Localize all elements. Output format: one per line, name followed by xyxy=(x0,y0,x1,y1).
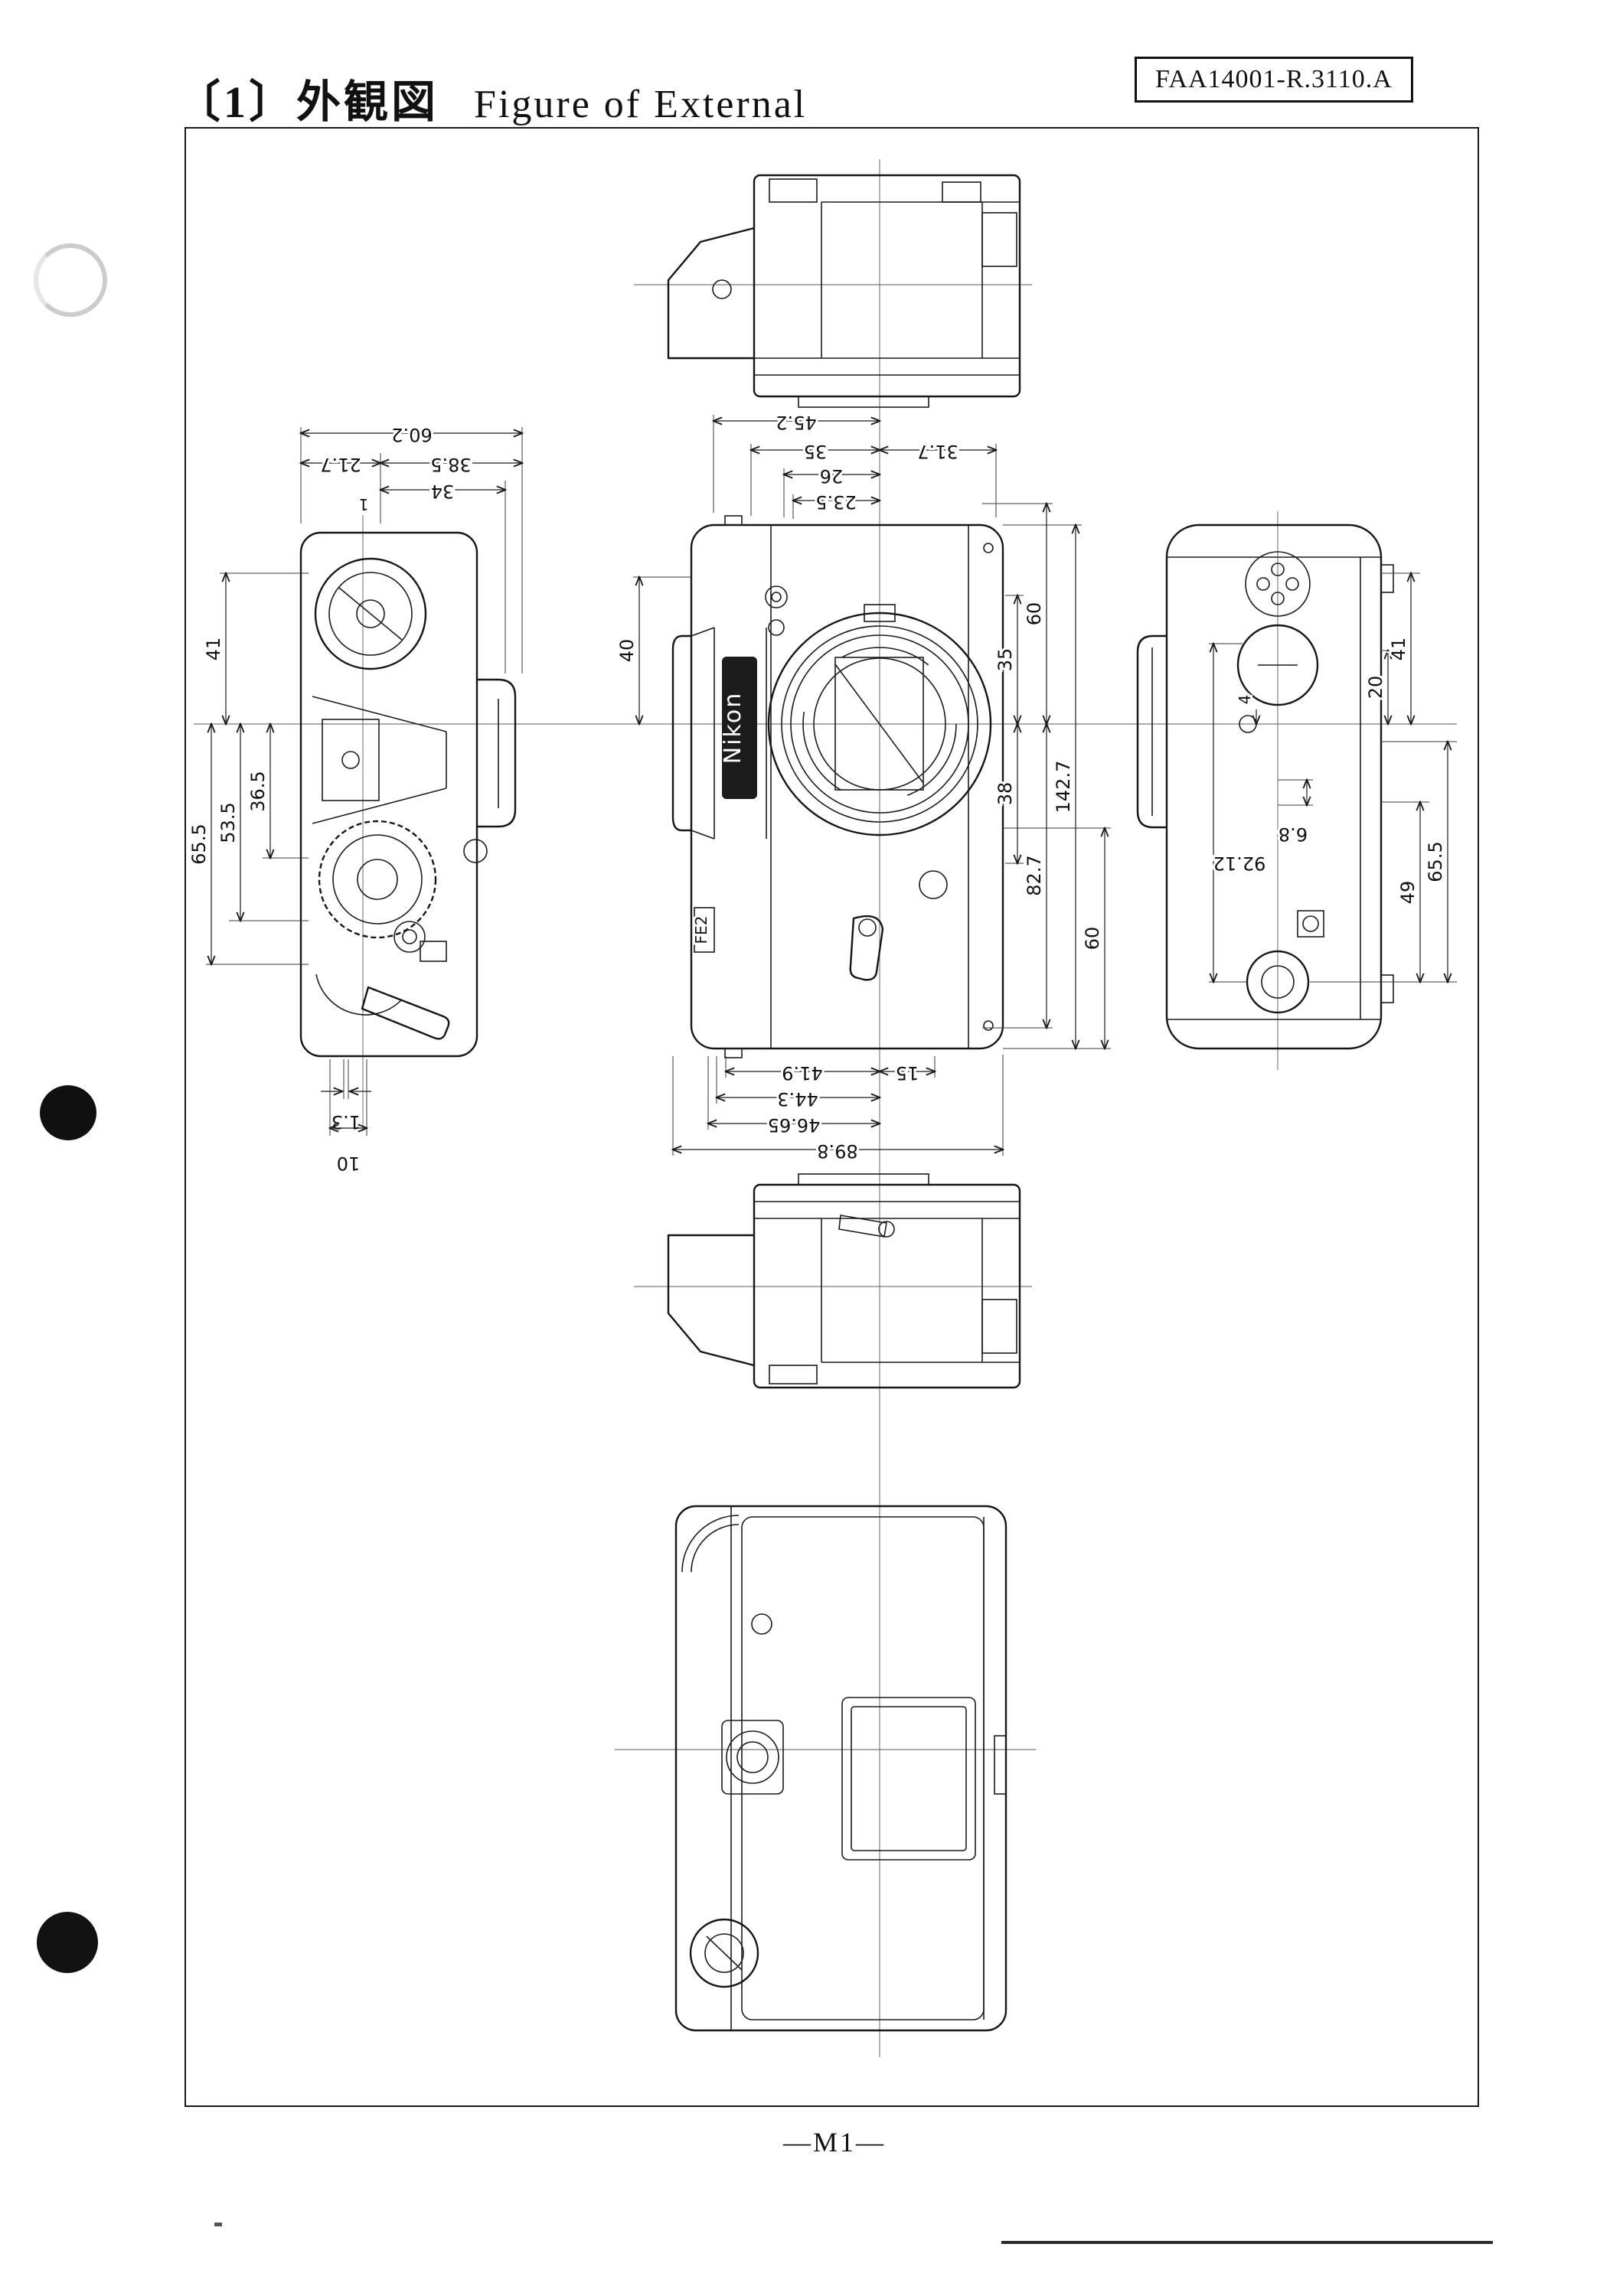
dimension-label: 40 xyxy=(616,639,638,663)
rewind-knob-profile xyxy=(769,178,818,203)
pentaprism-profile xyxy=(667,1234,755,1367)
dimension-label: 31.7 xyxy=(917,441,958,462)
eyepiece-frame xyxy=(721,1720,784,1795)
dimension-label: 41.9 xyxy=(782,1062,822,1084)
dimension-label: 36.5 xyxy=(247,771,269,811)
lens-mount xyxy=(767,612,992,837)
top-view xyxy=(299,531,517,1058)
hole-punch-mark-2 xyxy=(37,1912,98,1973)
dimension-label: 41 xyxy=(1388,638,1409,661)
dimension-label: 20 xyxy=(1365,676,1386,700)
dimension-label: 41 xyxy=(203,638,224,661)
dimension-label: 4 xyxy=(1236,695,1254,705)
dimension-label: 53.5 xyxy=(217,802,239,843)
viewfinder-eyepiece xyxy=(726,1730,779,1784)
shutter-speed-dial xyxy=(318,820,437,939)
dimension-label: 142.7 xyxy=(1053,761,1074,814)
dimension-label: 6.8 xyxy=(1278,823,1308,845)
film-back-door xyxy=(741,1516,985,2020)
shutter-release xyxy=(463,839,488,863)
dimension-label: 60 xyxy=(1024,602,1045,626)
top-view-dimension-lines: 60.2 21.7 38.5 34 1 41 36.5 53.5 65.5 xyxy=(186,422,522,1176)
scan-artifact-line xyxy=(1001,2241,1493,2244)
back-view xyxy=(674,1505,1007,2032)
dimension-label: 46.65 xyxy=(768,1114,821,1136)
dimension-label: 15 xyxy=(896,1062,919,1084)
dimension-label: 38.5 xyxy=(430,454,471,475)
prism-edge xyxy=(312,696,447,732)
rewind-knob-profile xyxy=(769,1365,818,1384)
nameplate xyxy=(722,657,757,799)
self-timer-lever xyxy=(849,915,884,981)
pc-terminal xyxy=(878,1221,895,1238)
front-view-dimension-lines: 45.2 35 26 23.5 31.7 40 xyxy=(614,409,1111,1164)
dimension-label: 1.3 xyxy=(331,1111,361,1133)
strap-lug xyxy=(1380,564,1394,593)
film-advance-lever xyxy=(361,986,450,1040)
page-header: 〔1〕外観図 Figure of External xyxy=(176,66,807,130)
hot-shoe xyxy=(322,719,380,801)
scan-artifact-dot xyxy=(214,2223,222,2226)
model-badge xyxy=(694,907,715,953)
lens-release-button xyxy=(919,870,948,899)
hole-punch-mark-1 xyxy=(40,1085,96,1140)
title-english: Figure of External xyxy=(474,83,808,126)
mirror-box xyxy=(834,657,924,791)
pentaprism-housing xyxy=(671,634,691,832)
dimension-label: 65.5 xyxy=(188,823,210,864)
dimension-label: 34 xyxy=(431,481,455,502)
rewind-crank xyxy=(314,557,427,670)
dimension-label: 60 xyxy=(1082,927,1103,951)
dimension-label: 49 xyxy=(1397,881,1419,905)
frame-counter xyxy=(420,941,447,962)
document-number-box: FAA14001-R.3110.A xyxy=(1135,57,1413,103)
lens-mount-bump xyxy=(477,678,517,828)
figure-index: 〔1〕 xyxy=(176,77,297,127)
dimension-label: 65.5 xyxy=(1425,841,1446,882)
strap-lug xyxy=(724,515,743,526)
rewind-release xyxy=(1297,910,1324,938)
dimension-label: 26 xyxy=(820,465,844,487)
pentaprism-profile xyxy=(667,227,755,360)
dimension-label: 45.2 xyxy=(776,412,816,433)
dimension-label: 35 xyxy=(994,648,1016,672)
memo-holder xyxy=(841,1697,976,1861)
advance-lever-back xyxy=(681,1515,740,1573)
motor-drive-coupling xyxy=(1245,551,1311,617)
bottom-view-dimension-lines: 41 20 4 6.8 49 65.5 92.12 xyxy=(1209,573,1457,982)
model-label: FE2 xyxy=(692,916,710,944)
bayonet-lugs xyxy=(802,647,957,801)
lens-mount-bump xyxy=(1136,634,1167,829)
sync-terminal xyxy=(765,585,788,608)
drawing-frame: 60.2 21.7 38.5 34 1 41 36.5 53.5 65.5 xyxy=(185,127,1479,2107)
title-japanese: 外観図 xyxy=(296,77,439,127)
hole-punch-ring xyxy=(34,243,107,317)
dimension-label: 35 xyxy=(804,441,828,462)
dimension-label: 21.7 xyxy=(320,454,361,475)
dimension-label: 44.3 xyxy=(777,1088,818,1110)
dimension-label: 23.5 xyxy=(815,491,856,513)
dimension-label: 82.7 xyxy=(1024,855,1045,895)
brand-logo: Nikon xyxy=(720,692,746,764)
dimension-label: 38 xyxy=(994,782,1016,806)
dimension-label: 1 xyxy=(359,495,369,514)
technical-drawing: 60.2 21.7 38.5 34 1 41 36.5 53.5 65.5 xyxy=(186,159,1457,2057)
side-view-bottom xyxy=(667,1173,1021,1389)
lens-flange-profile xyxy=(798,1173,929,1186)
front-view: Nikon FE2 xyxy=(671,515,1004,1058)
strap-lug xyxy=(1380,974,1394,1003)
bottom-view xyxy=(1136,523,1394,1050)
dimension-label: 60.2 xyxy=(391,424,432,445)
strap-lug xyxy=(724,1048,743,1058)
lens-flange-profile xyxy=(798,396,929,408)
dimension-label: 10 xyxy=(337,1153,361,1174)
document-number: FAA14001-R.3110.A xyxy=(1155,65,1393,93)
dimension-label: 92.12 xyxy=(1213,853,1266,874)
side-view-top xyxy=(667,174,1021,408)
dimension-label: 89.8 xyxy=(817,1140,857,1162)
back-latch xyxy=(994,1735,1007,1795)
page-number: —M1— xyxy=(782,2127,886,2157)
rewind-crank-back xyxy=(689,1918,759,1988)
battery-cover xyxy=(1236,624,1319,706)
